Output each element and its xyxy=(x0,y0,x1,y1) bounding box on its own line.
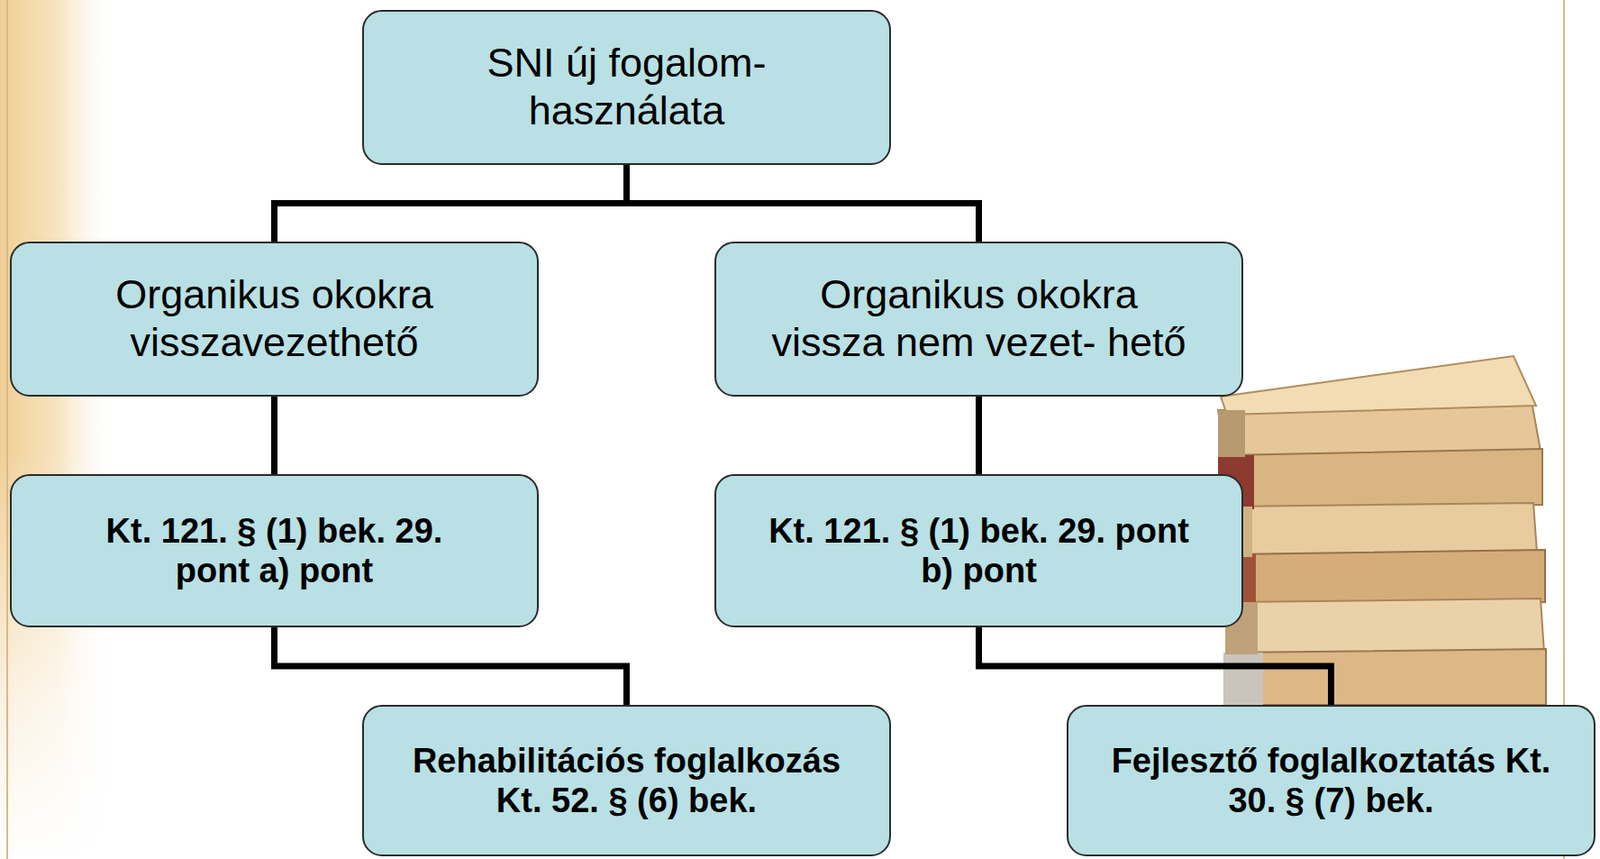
box-text: Kt. 121. § (1) bek. 29. pont b) pont xyxy=(752,510,1206,591)
box-text: Organikus okokra visszavezethető xyxy=(29,271,519,366)
tree-connector xyxy=(274,627,628,705)
tree-connector xyxy=(274,164,628,242)
category-box: Organikus okokra vissza nem vezet- hető xyxy=(714,241,1244,397)
tree-connector xyxy=(271,396,278,474)
box-text: SNI új fogalom- használata xyxy=(427,39,827,135)
frame-line xyxy=(6,0,9,859)
box-text: Rehabilitációs foglalkozás Kt. 52. § (6)… xyxy=(409,740,845,821)
box-text: Fejlesztő foglalkoztatás Kt. 30. § (7) b… xyxy=(1086,740,1576,821)
side-band xyxy=(0,0,118,859)
category-box: Organikus okokra visszavezethető xyxy=(9,241,539,397)
title-box: SNI új fogalom- használata xyxy=(362,9,891,165)
box-text: Kt. 121. § (1) bek. 29. pont a) pont xyxy=(65,510,483,591)
law-reference-box: Kt. 121. § (1) bek. 29. pont b) pont xyxy=(714,473,1244,628)
law-reference-box: Kt. 121. § (1) bek. 29. pont a) pont xyxy=(9,473,539,628)
book-stack xyxy=(1218,355,1546,705)
service-box: Rehabilitációs foglalkozás Kt. 52. § (6)… xyxy=(362,704,891,856)
box-text: Organikus okokra vissza nem vezet- hető xyxy=(770,271,1188,366)
tree-connector xyxy=(975,396,982,474)
service-box: Fejlesztő foglalkoztatás Kt. 30. § (7) b… xyxy=(1066,704,1596,856)
tree-connector xyxy=(979,627,1332,705)
tree-connector xyxy=(627,164,980,242)
